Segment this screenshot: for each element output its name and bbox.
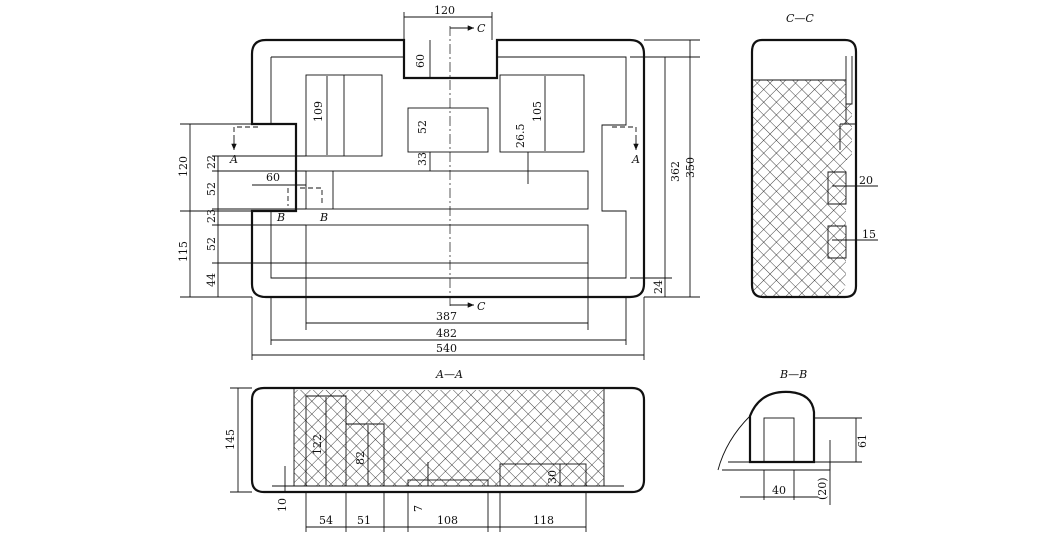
label-a-right: A <box>631 153 640 166</box>
dim-left-step-120: 120 <box>177 156 190 177</box>
dim-center-block-offset: 33 <box>416 152 429 166</box>
dim-bottom-offset: 24 <box>652 280 665 294</box>
dim-aa-width-51: 51 <box>357 514 371 527</box>
section-marker-a-right <box>612 126 637 147</box>
bb-hatch-outline <box>748 390 816 464</box>
dim-aa-overall-height: 145 <box>224 429 237 450</box>
upper-slot <box>305 170 589 210</box>
cc-outline <box>750 38 858 299</box>
aa-outline <box>250 386 646 494</box>
dim-aa-width-54: 54 <box>319 514 333 527</box>
dim-left-step-52b: 52 <box>205 237 218 251</box>
cc-hatch <box>752 80 852 297</box>
section-aa: A—A 145 122 82 10 7 30 54 51 108 <box>224 368 646 532</box>
title-aa: A—A <box>435 368 463 381</box>
dim-top-notch-width: 120 <box>434 4 455 17</box>
dim-right-block-depth: 26.5 <box>514 124 527 149</box>
section-bb: B—B 61 40 (20) <box>717 368 869 505</box>
dim-left-step-44: 44 <box>205 273 218 287</box>
aa-rib-pocket <box>407 479 489 487</box>
dim-inner-height: 362 <box>669 161 682 182</box>
dim-bb-base: (20) <box>816 477 829 500</box>
plan-outer-outline <box>250 38 646 299</box>
label-a-left: A <box>229 153 238 166</box>
dim-aa-rib-height: 7 <box>412 505 425 512</box>
dim-bb-height: 61 <box>856 434 869 448</box>
dim-left-step-23: 23 <box>205 209 218 223</box>
dim-inner-width: 482 <box>436 327 457 340</box>
label-c-bottom: C <box>477 300 486 313</box>
label-c-top: C <box>477 22 486 35</box>
label-b-mid: B <box>319 211 328 224</box>
section-cc: C—C 20 15 <box>750 12 878 299</box>
dim-aa-width-108: 108 <box>437 514 458 527</box>
dim-left-block-height: 109 <box>312 101 325 122</box>
aa-pocket-left <box>305 395 385 487</box>
plan-view: C C A A B B 120 60 109 52 33 26.5 105 <box>177 4 700 360</box>
dim-right-block-height: 105 <box>531 101 544 122</box>
title-bb: B—B <box>779 368 807 381</box>
dim-left-step-52a: 52 <box>205 182 218 196</box>
right-block <box>499 74 585 153</box>
dim-aa-pocket-left-height: 122 <box>311 434 324 455</box>
dim-cc-groove-upper: 20 <box>859 174 873 187</box>
dim-overall-width: 540 <box>436 342 457 355</box>
dim-slot-length: 387 <box>436 310 457 323</box>
title-cc: C—C <box>786 12 814 25</box>
bb-pocket <box>763 417 795 463</box>
dim-top-notch-depth: 60 <box>414 54 427 68</box>
section-marker-b <box>287 187 323 206</box>
dim-cc-groove-lower: 15 <box>862 228 876 241</box>
plan-inner-outline <box>270 56 627 279</box>
dim-left-step-22: 22 <box>205 155 218 169</box>
center-block <box>407 107 489 153</box>
dim-aa-base-thickness: 10 <box>276 498 289 512</box>
dim-left-step-115: 115 <box>177 241 190 262</box>
dim-aa-width-118: 118 <box>533 514 554 527</box>
dim-aa-pocket-mid-height: 82 <box>354 451 367 465</box>
lower-slot <box>305 224 589 264</box>
dim-bb-width: 40 <box>772 484 786 497</box>
dim-slot-offset-60: 60 <box>266 171 280 184</box>
dim-center-block-height: 52 <box>416 120 429 134</box>
dim-overall-height: 350 <box>684 157 697 178</box>
cc-grooves <box>827 56 856 259</box>
section-marker-a-left <box>233 126 258 147</box>
dim-aa-pocket-right-height: 30 <box>546 470 559 484</box>
label-b-left: B <box>276 211 285 224</box>
aa-pocket-right <box>499 463 587 487</box>
